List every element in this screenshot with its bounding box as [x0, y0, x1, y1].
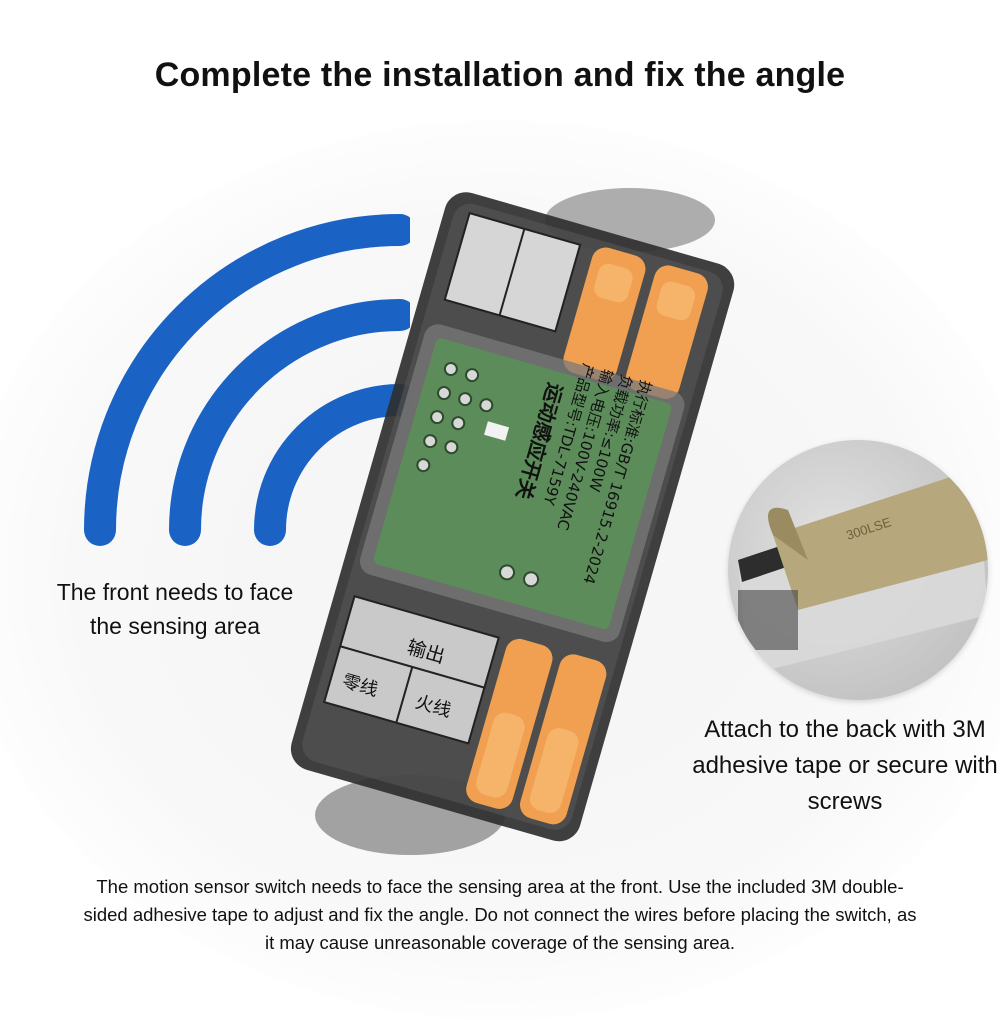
sensing-waves-icon — [84, 214, 410, 546]
page-title: Complete the installation and fix the an… — [154, 56, 846, 94]
back-caption: Attach to the back with 3M adhesive tape… — [692, 716, 998, 815]
front-caption: The front needs to face the sensing area — [56, 579, 294, 639]
instruction-text: The motion sensor switch needs to face t… — [83, 876, 917, 953]
motion-sensor-switch: 运动感应开关 产品型号:TDL-7159Y 输入电压:100V-240VAC 负… — [290, 188, 735, 855]
adhesive-tape-inset: 300LSE — [728, 440, 988, 700]
